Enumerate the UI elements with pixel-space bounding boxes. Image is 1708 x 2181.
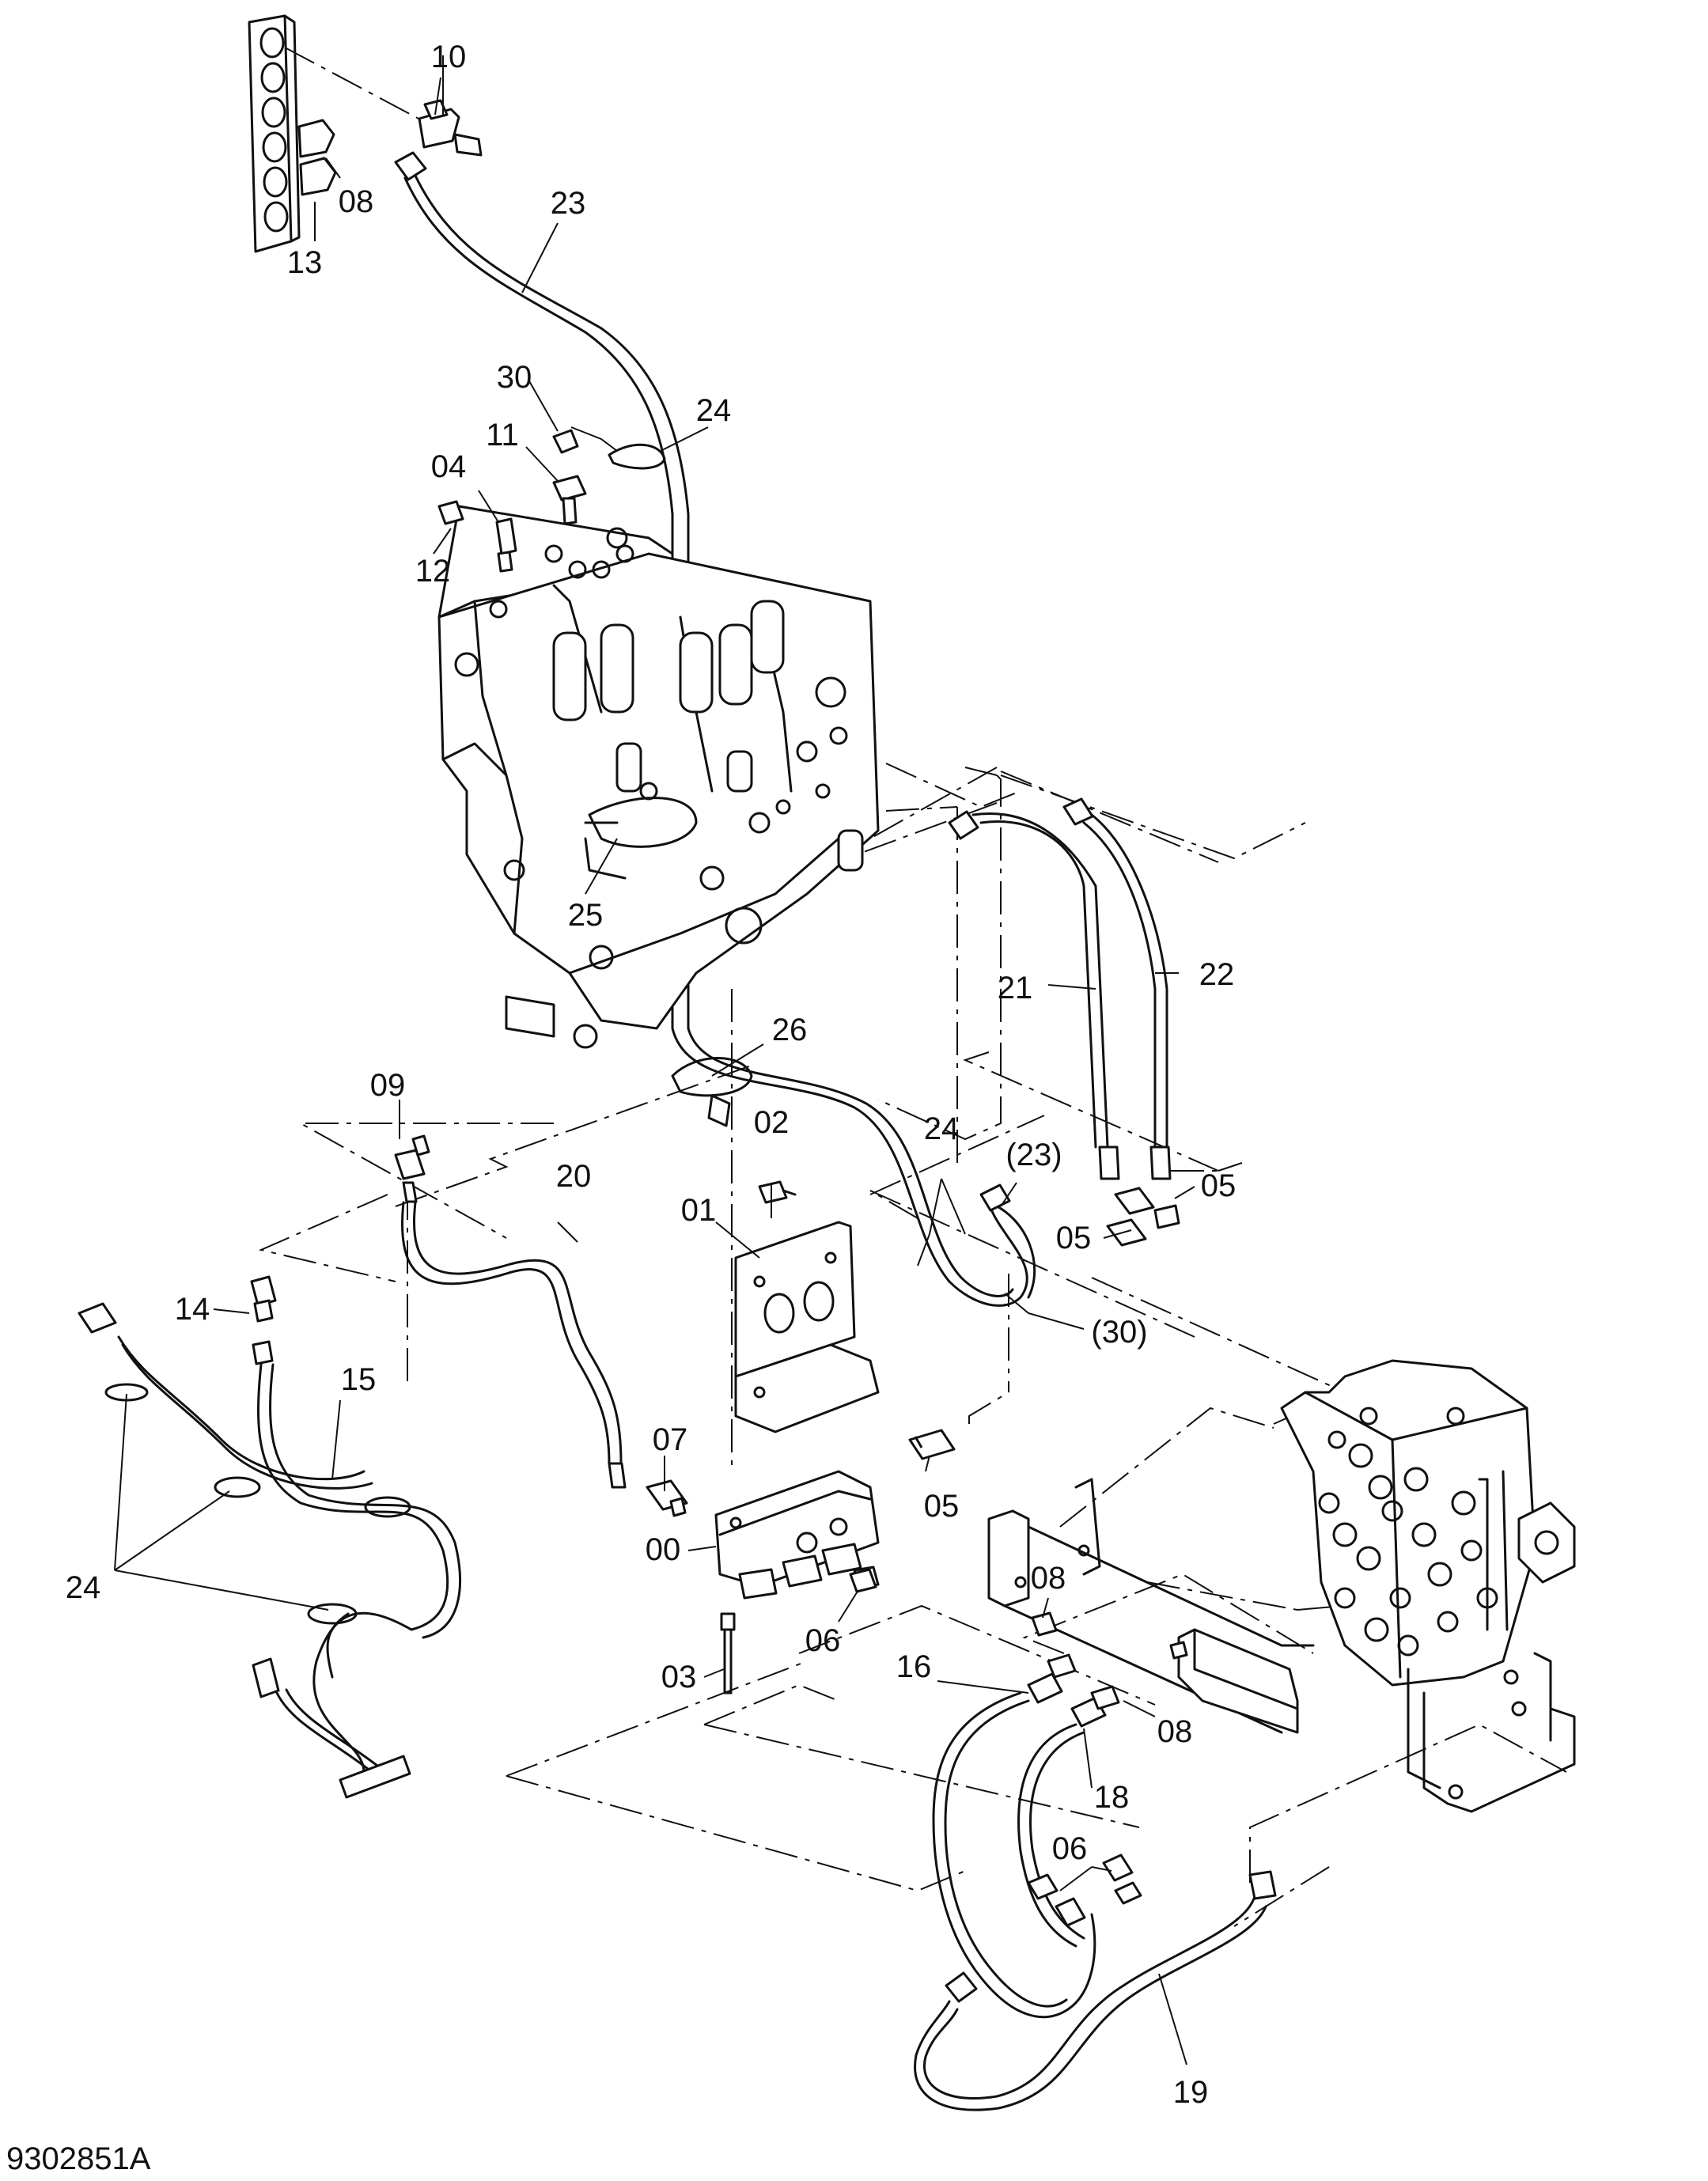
- harness-15: [78, 1302, 461, 1799]
- fitting-30: [552, 426, 618, 454]
- fittings-06-lower: [1027, 1853, 1142, 1927]
- callout-26: 26: [772, 1013, 808, 1047]
- control-valve-assembly: [437, 505, 880, 1049]
- hose-19: [914, 1870, 1277, 2111]
- callout-09: 09: [370, 1068, 406, 1103]
- callout-15: 15: [341, 1362, 377, 1397]
- hose-21-22: [948, 797, 1172, 1180]
- bracket-01: [734, 1221, 880, 1433]
- callout-10: 10: [431, 40, 467, 74]
- callout-05: 05: [1056, 1221, 1092, 1255]
- fitting-04: [495, 517, 517, 573]
- hose-20: [401, 1181, 627, 1489]
- fitting-08-mid: [1031, 1611, 1058, 1637]
- callout-16: 16: [896, 1649, 932, 1684]
- elbow-05-upper: [1106, 1187, 1180, 1247]
- leader-lines: [114, 77, 1195, 2066]
- tee-fitting-10: [418, 55, 483, 157]
- callout-08: 08: [1031, 1561, 1066, 1596]
- callout-14: 14: [175, 1292, 210, 1327]
- callout-12: 12: [415, 554, 451, 589]
- callout-24: 24: [696, 393, 732, 428]
- fitting-06-upper: [849, 1568, 877, 1593]
- fitting-12: [437, 500, 464, 525]
- manifold-block-13: [248, 14, 337, 253]
- callout-01: 01: [681, 1193, 717, 1228]
- bolt-03: [720, 1612, 736, 1694]
- callout-06: 06: [1052, 1831, 1088, 1866]
- elbow-05-lower: [908, 1429, 956, 1460]
- callout-30-ref: (30): [1091, 1315, 1147, 1350]
- callout-23-ref: (23): [1005, 1138, 1062, 1172]
- clamp-26: [671, 1057, 753, 1127]
- fitting-07: [646, 1479, 688, 1517]
- mounting-bracket: [987, 1478, 1576, 1813]
- callout-05: 05: [924, 1489, 960, 1524]
- callout-06: 06: [805, 1623, 841, 1658]
- clamp-25: [584, 797, 698, 880]
- callout-08: 08: [339, 184, 374, 219]
- bolt-02: [758, 1180, 797, 1204]
- callout-24: 24: [66, 1570, 101, 1605]
- hose-16: [932, 1653, 1096, 2019]
- small-valve-block: [1169, 1628, 1299, 1734]
- callout-18: 18: [1094, 1780, 1130, 1815]
- callout-08: 08: [1157, 1714, 1193, 1749]
- callout-labels: 10 08 13 23 30 24 11 04 12 25 21 22 26 0…: [66, 40, 1237, 2110]
- callout-00: 00: [646, 1532, 681, 1567]
- pilot-valve-block: [1280, 1359, 1576, 1687]
- sensor-14: [250, 1275, 277, 1323]
- callout-30: 30: [497, 360, 532, 395]
- callout-07: 07: [653, 1422, 688, 1457]
- callout-20: 20: [556, 1159, 592, 1194]
- callout-04: 04: [431, 449, 467, 484]
- drawing-number: 9302851A: [6, 2141, 151, 2176]
- callout-03: 03: [661, 1660, 697, 1694]
- clamp-24-top: [608, 443, 666, 470]
- callout-21: 21: [998, 971, 1033, 1005]
- fitting-11: [552, 475, 587, 525]
- callout-22: 22: [1199, 957, 1235, 992]
- callout-13: 13: [287, 245, 323, 280]
- callout-05: 05: [1201, 1168, 1237, 1203]
- callout-25: 25: [568, 898, 604, 933]
- callout-19: 19: [1173, 2075, 1209, 2110]
- fitting-09: [394, 1134, 430, 1180]
- hose-23-lower: [671, 1027, 1036, 1307]
- callout-02: 02: [754, 1105, 790, 1140]
- callout-11: 11: [486, 418, 519, 452]
- callout-23: 23: [551, 186, 586, 221]
- hose-18: [1017, 1685, 1120, 1948]
- callout-24: 24: [924, 1111, 960, 1146]
